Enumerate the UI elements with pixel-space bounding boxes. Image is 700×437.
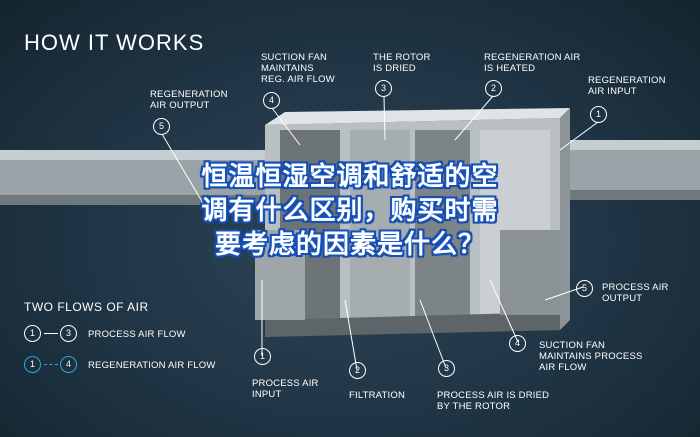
label-suction-fan-regen: SUCTION FAN MAINTAINS REG. AIR FLOW [261, 52, 335, 85]
label-process-air-input: PROCESS AIR INPUT [252, 378, 319, 400]
step-badge-4-process: 4 [509, 335, 526, 352]
leader-lines [161, 95, 599, 371]
step-badge-3-regen: 3 [375, 80, 392, 97]
flows-legend-title: TWO FLOWS OF AIR [24, 300, 149, 314]
label-regen-air-input: REGENERATION AIR INPUT [588, 75, 666, 97]
label-process-air-output: PROCESS AIR OUTPUT [602, 282, 669, 304]
flow-process-connector [44, 333, 58, 334]
flow-regen-from-badge: 1 [24, 356, 41, 373]
step-badge-5-regen: 5 [153, 118, 170, 135]
overlay-headline-line-1: 恒温恒湿空调和舒适的空 [201, 162, 499, 192]
step-badge-5-process: 5 [576, 280, 593, 297]
overlay-headline-line-3: 要考虑的因素是什么？ [214, 230, 485, 260]
label-suction-fan-process: SUCTION FAN MAINTAINS PROCESS AIR FLOW [539, 340, 643, 373]
flow-process-from-badge: 1 [24, 325, 41, 342]
label-regen-air-output: REGENERATION AIR OUTPUT [150, 89, 228, 111]
page-title: HOW IT WORKS [24, 30, 205, 55]
label-filtration: FILTRATION [349, 390, 406, 401]
air-duct [0, 140, 700, 205]
label-process-air-dried: PROCESS AIR IS DRIED BY THE ROTOR [437, 390, 550, 412]
overlay-headline-line-2: 调有什么区别，购买时需 [201, 196, 499, 226]
label-regen-heated: REGENERATION AIR IS HEATED [484, 52, 581, 74]
flow-process-to-badge: 3 [60, 325, 77, 342]
step-badge-4-regen: 4 [263, 92, 280, 109]
label-rotor-dried: THE ROTOR IS DRIED [373, 52, 431, 74]
step-badge-1-process: 1 [254, 348, 271, 365]
step-badge-2-process: 2 [349, 362, 366, 379]
flow-regen-to-badge: 4 [60, 356, 77, 373]
step-badge-1-regen: 1 [590, 106, 607, 123]
step-badge-2-regen: 2 [485, 80, 502, 97]
step-badge-3-process: 3 [438, 360, 455, 377]
flow-regen-connector [44, 364, 58, 365]
flow-regen-label: REGENERATION AIR FLOW [88, 360, 216, 371]
flow-process-label: PROCESS AIR FLOW [88, 329, 186, 340]
